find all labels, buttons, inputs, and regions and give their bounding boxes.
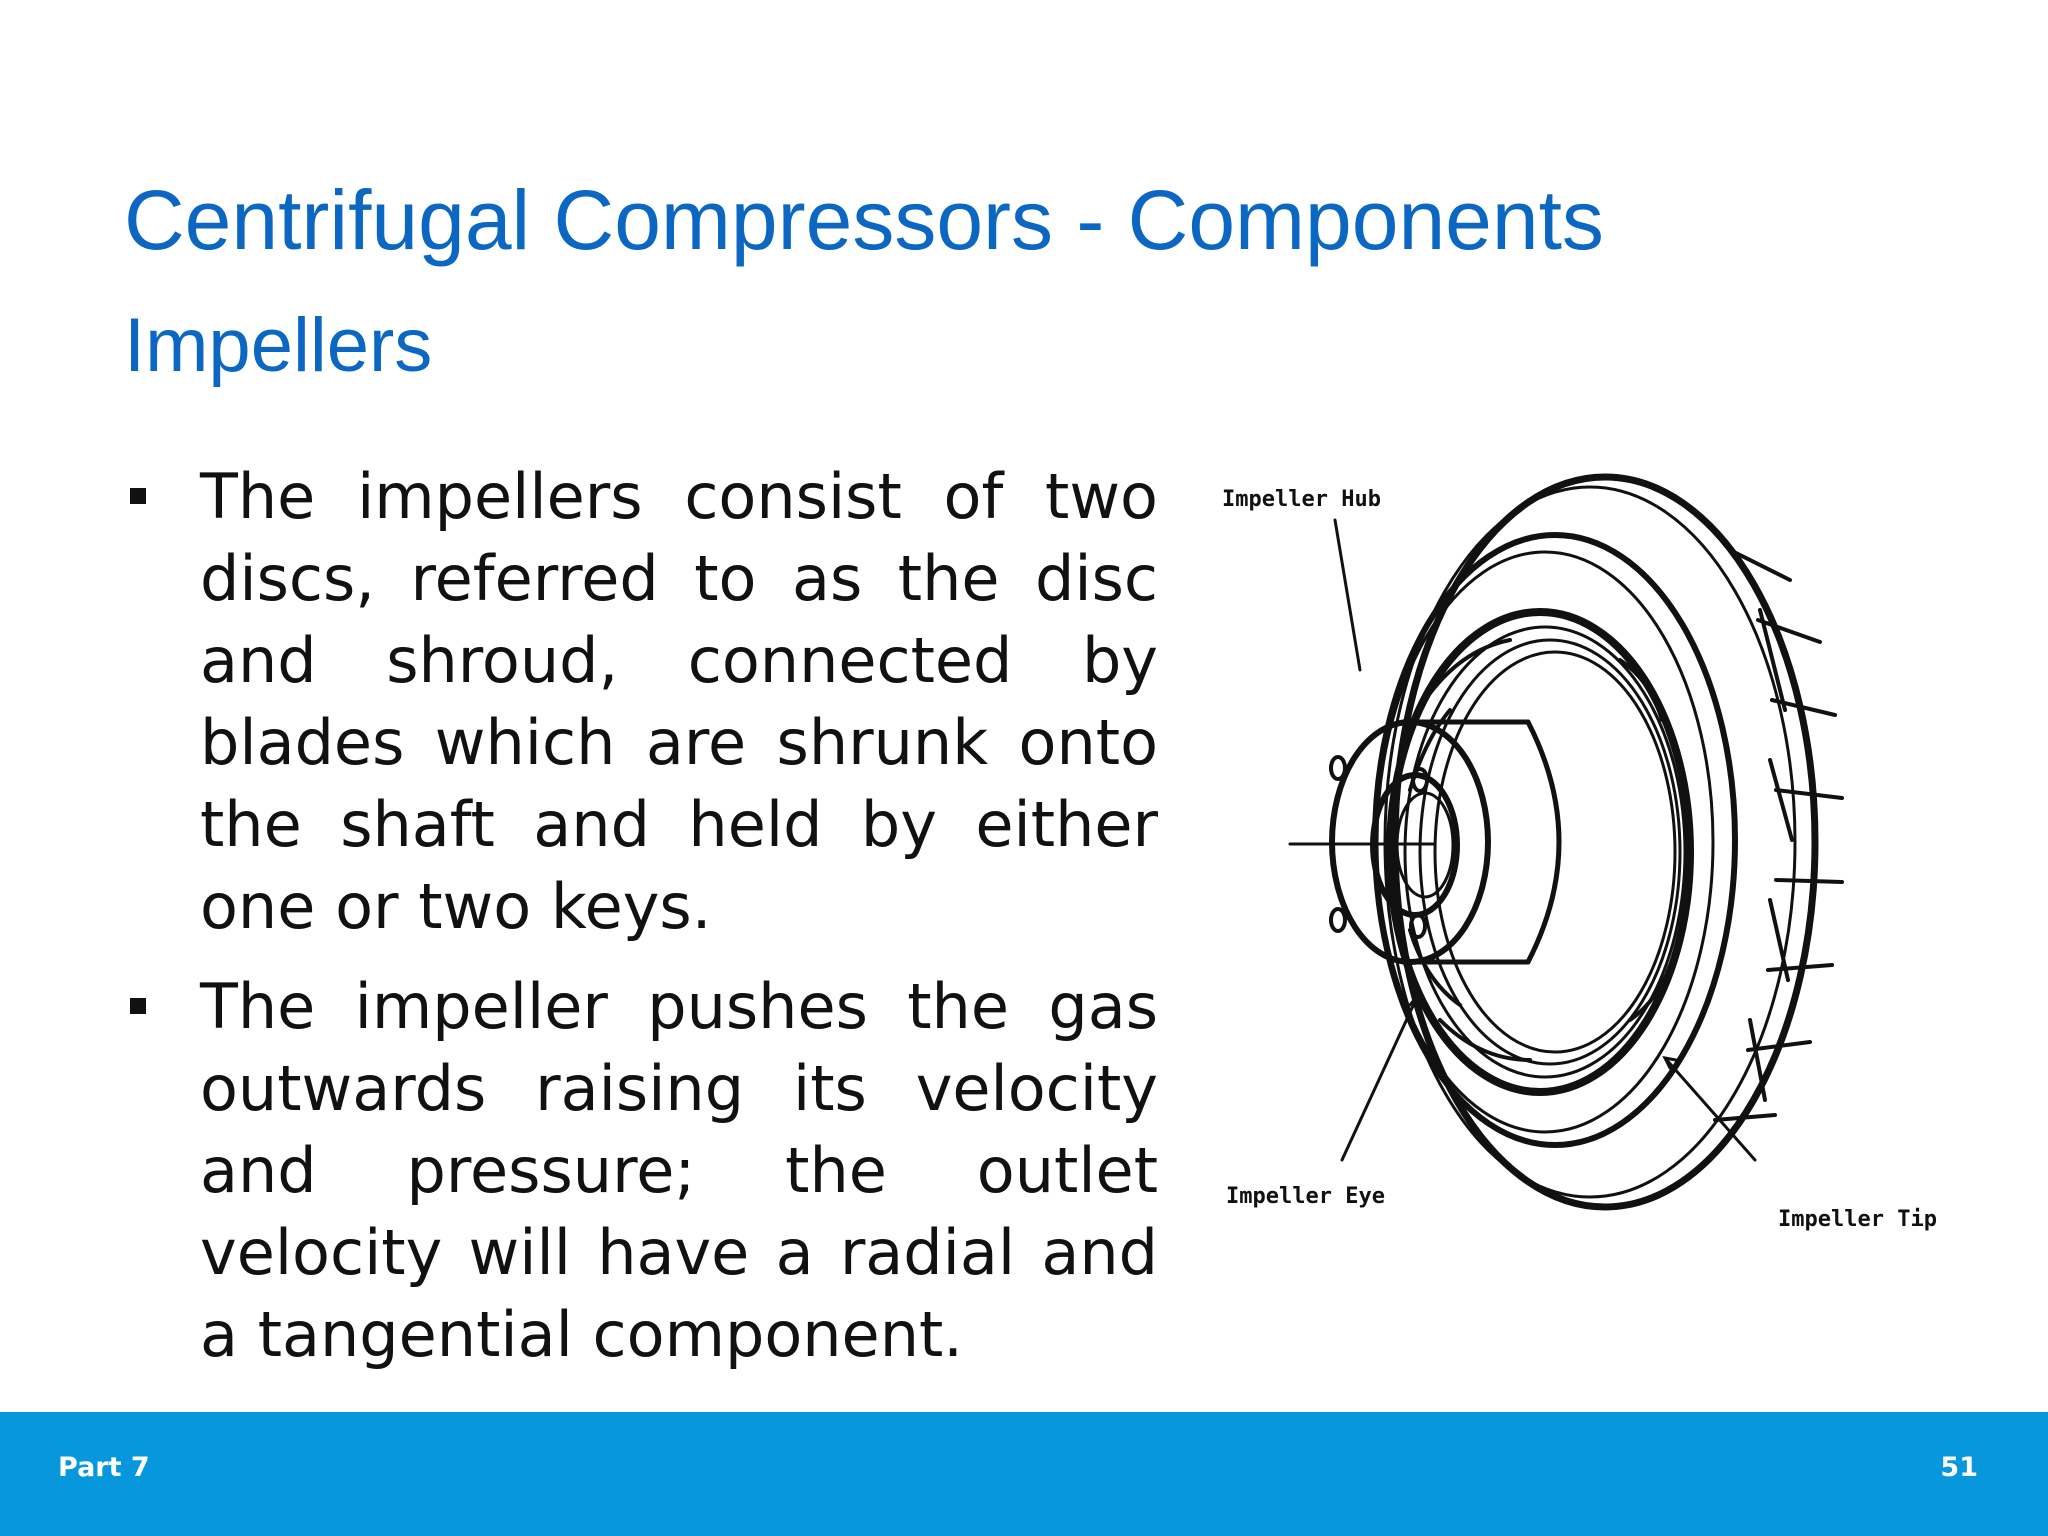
- slide-subtitle: Impellers: [124, 303, 433, 388]
- footer-part-label: Part 7: [58, 1452, 150, 1483]
- square-bullet-icon: [130, 998, 146, 1014]
- bullet-item: The impeller pushes the gas outwards rai…: [124, 966, 1158, 1376]
- bullet-list: The impellers consist of two discs, refe…: [124, 456, 1158, 1394]
- bullet-item: The impellers consist of two discs, refe…: [124, 456, 1158, 948]
- footer-bar: Part 7 51: [0, 1412, 2048, 1536]
- impeller-figure: Impeller Hub Impeller Eye Impeller Tip: [1210, 460, 1980, 1260]
- impeller-hub-label: Impeller Hub: [1222, 487, 1381, 512]
- impeller-tip-label: Impeller Tip: [1778, 1207, 1937, 1232]
- bullet-text: The impellers consist of two discs, refe…: [200, 460, 1158, 943]
- page-number: 51: [1940, 1452, 1978, 1483]
- slide-title: Centrifugal Compressors - Components: [124, 173, 1604, 267]
- impeller-eye-label: Impeller Eye: [1226, 1184, 1385, 1209]
- bullet-text: The impeller pushes the gas outwards rai…: [200, 970, 1158, 1371]
- impeller-drawing-icon: Impeller Hub Impeller Eye Impeller Tip: [1222, 473, 1937, 1232]
- square-bullet-icon: [130, 488, 146, 504]
